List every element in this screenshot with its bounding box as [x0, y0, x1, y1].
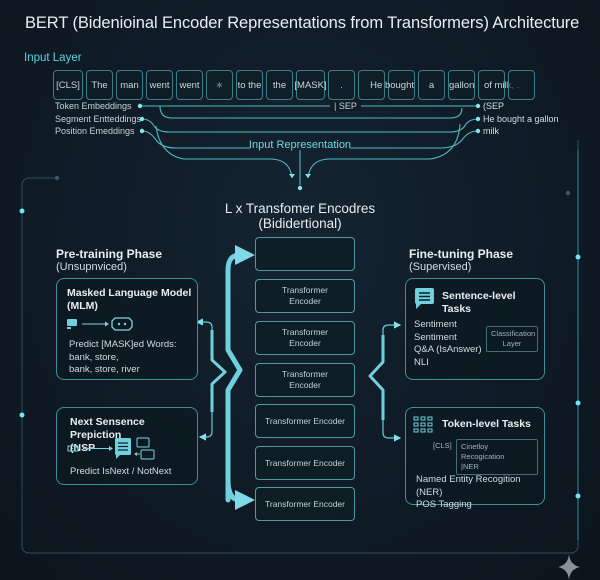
token: the [266, 70, 293, 100]
finetuning-subtitle: (Supervised) [409, 261, 472, 273]
nsp-card: Next Sensence Prepiction (NSP Predict Is… [56, 407, 198, 485]
segment-embeddings-label: Segment Entteddings [55, 114, 142, 124]
token-row: [CLS] The man went went ∗ to the the [MA… [53, 70, 535, 100]
sparkle-icon [558, 554, 580, 580]
stack-bracket-left [225, 245, 255, 503]
position-embeddings-label: Position Emeddings [55, 126, 135, 136]
token: ∗ [206, 70, 233, 100]
encoder-block: Transformer Encoder [255, 363, 355, 397]
right-label-milk: milk [483, 126, 499, 136]
task-item: Sentiment [414, 319, 457, 330]
encoder-block: Transformer Encoder [255, 321, 355, 355]
task-item: NLI [414, 356, 429, 368]
token: The [86, 70, 113, 100]
nsp-icons [67, 437, 155, 460]
token: He bought [370, 70, 415, 100]
finetuning-title: Fine-tuning Phase [409, 247, 514, 261]
token: went [176, 70, 203, 100]
sentence-tasks-title: Sentence-level Tasks [442, 290, 516, 315]
token: to the [236, 70, 263, 100]
ner-box-line: |NER [461, 462, 479, 471]
right-label-sep: (SEP [483, 101, 505, 111]
dialog-icon [134, 437, 155, 460]
mlm-text-line: bank, store, [69, 351, 119, 363]
ner-box-line: Cinetloy Recogication [461, 442, 505, 461]
diagram-title: BERT (Bidenioinal Encoder Representation… [25, 14, 580, 32]
arrow-right-icon [83, 446, 113, 451]
pretraining-header: Pre-training Phase (Unsupnviced) [56, 247, 162, 274]
token: . [328, 70, 355, 100]
mlm-text-line: Predict [MASK]ed Words: [69, 339, 177, 350]
encoder-block: Transformer Encoder [255, 487, 355, 521]
stack-title-sub: (Bididertional) [258, 216, 342, 231]
task-item: Q&A (IsAnswer) [414, 344, 482, 355]
mlm-title: Masked Language Model (MLM) [67, 287, 191, 313]
input-representation-label: Input Representation [248, 139, 352, 151]
mlm-text: Predict [MASK]ed Words: bank, store, ban… [69, 339, 177, 377]
token [358, 70, 385, 100]
mlm-card: Masked Language Model (MLM) Predict [MAS… [56, 278, 198, 380]
stack-title-main: L x Transfomer Encodres [224, 201, 376, 216]
token: [MASK] [294, 70, 327, 100]
stack-title: L x Transfomer Encodres (Bididertional) [0, 201, 600, 231]
token-tasks-list: Named Entity Recogition (NER) POS Taggin… [416, 474, 544, 512]
classification-layer-line: Layer [502, 339, 522, 348]
chat-icon [67, 319, 77, 329]
classification-layer-box: Classification Layer [486, 326, 538, 352]
token: of milk, . [478, 70, 519, 100]
stack-bracket-right [368, 335, 385, 420]
token: man [116, 70, 143, 100]
classification-layer-line: Classification [491, 329, 536, 338]
encoder-block: Transformer Encoder [255, 279, 355, 313]
pretraining-title: Pre-training Phase [56, 247, 163, 261]
nsp-title-line1: Next Sensence Prepiction [70, 416, 145, 441]
token-embeddings-label: Token Embeddings [55, 101, 132, 111]
nsp-title: Next Sensence Prepiction (NSP [70, 416, 197, 455]
sentence-icon [67, 445, 79, 452]
token: [CLS] [53, 70, 83, 100]
document-icon [115, 438, 131, 459]
robot-icon [111, 317, 133, 331]
task-item: Sentiment [414, 331, 457, 343]
mlm-text-line: bank, store, river [69, 364, 140, 375]
arrow-right-icon [82, 321, 109, 327]
right-label-sentence: He bought a gallon [483, 114, 559, 124]
nsp-text: Predict IsNext / NotNext [70, 466, 172, 477]
cls-label: [CLS] [433, 441, 452, 450]
token: gallon [448, 70, 475, 100]
grid-icon [413, 416, 433, 433]
mlm-icons [67, 317, 133, 331]
token-tasks-card: Token-level Tasks [CLS] Cinetloy Recogic… [405, 407, 545, 510]
sentence-tasks-card: Sentence-level Tasks Sentiment Sentiment… [405, 278, 545, 380]
pretraining-subtitle: (Unsupnviced) [56, 261, 127, 273]
token-tasks-title: Token-level Tasks [442, 418, 531, 430]
finetuning-header: Fine-tuning Phase (Supervised) [409, 247, 513, 274]
encoder-block: Transformer Encoder [255, 446, 355, 480]
mlm-title-line1: Masked Language Model [67, 287, 192, 299]
sentence-tasks-list: Sentiment Sentiment Q&A (IsAnswer) NLI [414, 319, 482, 369]
ner-box: Cinetloy Recogication |NER [456, 439, 538, 475]
task-item: Named Entity Recogition (NER) [416, 474, 521, 498]
task-item: POS Tagging [416, 499, 472, 510]
token: went [146, 70, 173, 100]
sep-label: | SEP [330, 101, 361, 111]
mlm-title-line2: (MLM) [67, 300, 98, 312]
encoder-block: Transformer Encoder [255, 404, 355, 438]
encoder-block [255, 237, 355, 271]
message-icon [415, 288, 434, 309]
token: a [418, 70, 445, 100]
input-layer-label: Input Layer [24, 52, 82, 64]
token [508, 70, 535, 100]
